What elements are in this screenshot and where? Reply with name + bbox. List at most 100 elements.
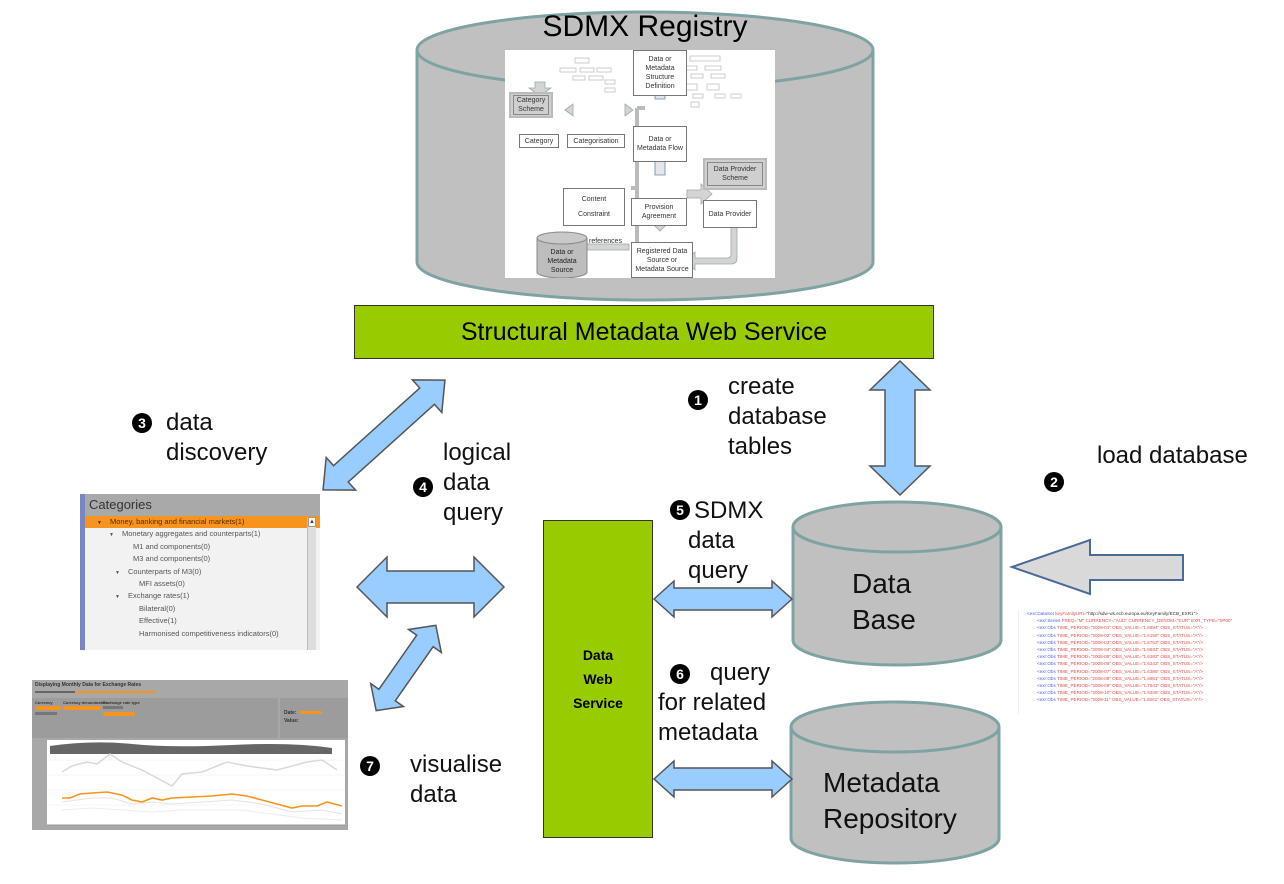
step-6-line-3: metadata [658, 719, 759, 746]
series-line-grey-3 [61, 807, 343, 821]
xml-tag: <exr:Obs [1037, 632, 1056, 638]
category-item[interactable]: ▼Money, banking and financial markets(1) [85, 516, 320, 529]
expand-triangle-icon[interactable]: ▼ [109, 532, 114, 539]
category-item-label: Monetary aggregates and counterparts(1) [121, 529, 261, 539]
denomination-option-selected[interactable] [63, 706, 101, 710]
category-item-label: M3 and components(0) [133, 554, 211, 564]
xml-line: <exr:Obs TIME_PERIOD="2008-04" OBS_VALUE… [1019, 646, 1283, 653]
registry-title: SDMX Registry [542, 10, 748, 43]
xml-tag: <exr:Obs [1037, 668, 1056, 674]
plot-area [47, 740, 345, 825]
step-5-number-icon: 5 [670, 500, 690, 520]
exchange-rate-type-label: Exchange rate type [103, 700, 140, 705]
overview-band [50, 742, 332, 754]
xml-tag: <exr:Obs [1037, 625, 1056, 631]
step-4-line-2: data [443, 469, 490, 496]
step-3-line-2: discovery [166, 439, 268, 466]
xml-tag: <exr:Obs [1037, 697, 1056, 703]
categories-panel: Categories ▼Money, banking and financial… [80, 494, 320, 650]
structural-metadata-web-service[interactable]: Structural Metadata Web Service [354, 305, 934, 359]
step-1-line-1: create [728, 373, 795, 400]
currency-option-selected[interactable] [35, 706, 61, 710]
scroll-up-icon[interactable]: ▲ [308, 517, 316, 527]
xml-attributes: TIME_PERIOD="2008-08" OBS_VALUE="1.6961"… [1055, 675, 1204, 681]
category-item[interactable]: ▼ Monetary aggregates and counterparts(1) [85, 528, 320, 540]
currency-denomination-label: Currency denomination [63, 700, 108, 705]
step-3-number-icon: 3 [132, 413, 152, 433]
step-1-line-2: database [728, 403, 827, 430]
categories-scrollbar[interactable]: ▲ [307, 517, 316, 650]
expand-triangle-icon[interactable]: ▼ [115, 569, 120, 576]
data-web-service-label-line2: Web [583, 671, 613, 687]
database-label: Data Base [852, 566, 916, 638]
step-1-line-3: tables [728, 433, 793, 460]
step-5-line-3: query [688, 557, 749, 584]
database-label-line1: Data [852, 568, 912, 599]
xml-attributes: TIME_PERIOD="2008-03" OBS_VALUE="1.6763"… [1055, 639, 1204, 645]
logical-data-query-arrow [355, 555, 506, 619]
xml-line: <exr:Obs TIME_PERIOD="2008-07" OBS_VALUE… [1019, 668, 1283, 675]
step-3-line-1: data [166, 409, 213, 436]
xml-tag: <exr:Obs [1037, 639, 1056, 645]
step-5-line-2: data [688, 527, 735, 554]
category-item[interactable]: M1 and components(0) [85, 541, 320, 553]
xml-tag: <exr:Obs [1037, 683, 1056, 689]
metadata-repository-label: Metadata Repository [823, 765, 957, 837]
step-4-number-icon: 4 [413, 477, 433, 497]
category-item-label: Harmonised competitiveness indicators(0) [139, 628, 279, 638]
xml-line: <exr:Obs TIME_PERIOD="2008-09" OBS_VALUE… [1019, 682, 1283, 689]
xml-attributes: TIME_PERIOD="2008-06" OBS_VALUE="1.6343"… [1055, 661, 1204, 667]
category-item[interactable]: Bilateral(0) [85, 603, 320, 615]
step-6-line-1: query [710, 659, 771, 686]
visualise-data-arrow [369, 624, 443, 712]
box-registered-source: Registered Data Source or Metadata Sourc… [631, 242, 693, 278]
data-source-cylinder [536, 231, 588, 278]
category-item-label: Exchange rates(1) [127, 591, 190, 601]
rate-type-option[interactable] [103, 706, 123, 709]
expand-triangle-icon[interactable]: ▼ [97, 520, 102, 526]
xml-tag: <exr:Series [1037, 618, 1061, 624]
box-structure-definition: Data or Metadata Structure Definition [633, 50, 687, 96]
category-item[interactable]: M3 and components(0) [85, 553, 320, 565]
expand-triangle-icon[interactable]: ▼ [115, 594, 120, 601]
step-1-label: 1 create database tables [688, 372, 827, 462]
category-item[interactable]: Effective(1) [85, 615, 320, 627]
xml-tag: <exr:Obs [1037, 647, 1056, 653]
category-item-label: M1 and components(0) [133, 541, 211, 551]
sdmx-data-query-arrow [652, 579, 794, 619]
load-database-arrow [1008, 538, 1184, 596]
box-content-constraint: Content Constraint [563, 188, 625, 226]
xml-line: <exr:Obs TIME_PERIOD="2008-01" OBS_VALUE… [1019, 624, 1283, 631]
chart-readout: Date: Value: [280, 698, 348, 738]
category-item[interactable]: MFI assets(0) [85, 578, 320, 590]
chart-panel-title: Displaying Monthly Data for Exchange Rat… [35, 682, 142, 688]
references-label: references [589, 238, 623, 245]
database-label-line2: Base [852, 604, 916, 635]
currency-label: Currency [35, 700, 53, 705]
currency-option[interactable] [35, 712, 57, 715]
registry-information-model: Data or Metadata Structure Definition Ca… [505, 50, 775, 278]
xml-line: <exr:Obs TIME_PERIOD="2008-08" OBS_VALUE… [1019, 675, 1283, 682]
xml-attributes: TIME_PERIOD="2008-09" OBS_VALUE="1.7543"… [1055, 683, 1204, 689]
step-5-label: 5 SDMX data query [670, 496, 763, 586]
structural-metadata-web-service-label: Structural Metadata Web Service [460, 317, 828, 346]
series-line-grey-2 [61, 797, 343, 815]
category-item[interactable]: Harmonised competitiveness indicators(0) [85, 628, 320, 640]
xml-tag: <exr:Obs [1037, 661, 1056, 667]
xml-line: <exr:Obs TIME_PERIOD="2008-11" OBS_VALUE… [1019, 696, 1283, 703]
box-categorisation: Categorisation [567, 134, 625, 148]
step-7-line-1: visualise [410, 751, 503, 778]
step-6-line-2: for related [658, 689, 767, 716]
category-item[interactable]: ▼ Exchange rates(1) [85, 590, 320, 602]
box-category: Category [519, 134, 559, 148]
metadata-repository-label-line2: Repository [823, 803, 957, 834]
rate-type-option-selected[interactable] [103, 712, 135, 716]
data-web-service[interactable]: Data Web Service [543, 520, 653, 838]
category-item[interactable]: ▼Counterparts of M3(0) [85, 566, 320, 578]
xml-attributes: TIME_PERIOD="2008-07" OBS_VALUE="1.6386"… [1055, 668, 1204, 674]
value-label: Value: [284, 718, 299, 724]
series-line-grey-1 [61, 753, 338, 787]
xml-attributes: keyFamilyURI= [1053, 611, 1087, 616]
step-7-number-icon: 7 [360, 756, 380, 776]
xml-attributes: TIME_PERIOD="2008-02" OBS_VALUE="1.6156"… [1055, 632, 1204, 638]
